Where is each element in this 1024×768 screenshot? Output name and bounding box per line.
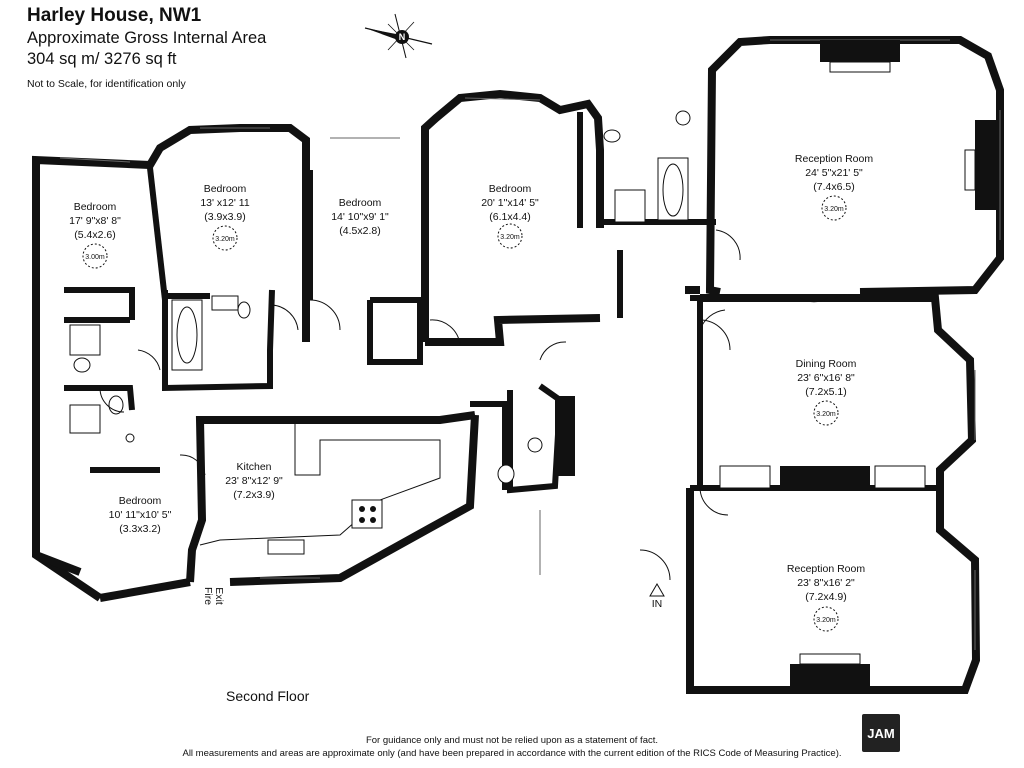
room-metric: (7.2x4.9)	[805, 591, 846, 603]
compass-icon: N	[364, 13, 433, 59]
room-bedroom-5: Bedroom 10' 11"x10' 5" (3.3x3.2)	[109, 495, 172, 535]
room-dining: Dining Room 23' 6"x16' 8" (7.2x5.1) 3.20…	[796, 358, 857, 426]
fireplaces	[555, 40, 997, 686]
room-dims: 17' 9"x8' 8"	[69, 215, 121, 227]
entrance-label: IN	[652, 598, 663, 610]
doors	[99, 229, 861, 581]
room-dims: 20' 1"x14' 5"	[481, 197, 539, 209]
footer-disclaimer-2: All measurements and areas are approxima…	[182, 748, 842, 759]
room-metric: (3.9x3.9)	[204, 211, 245, 223]
room-kitchen: Kitchen 23' 8"x12' 9" (7.2x3.9)	[225, 461, 283, 501]
room-bedroom-3: Bedroom 14' 10"x9' 1" (4.5x2.8)	[331, 197, 389, 237]
room-metric: (7.2x5.1)	[805, 386, 846, 398]
room-dims: 13' x12' 11	[200, 197, 250, 209]
room-name: Bedroom	[74, 201, 117, 213]
room-metric: (4.5x2.8)	[339, 225, 380, 237]
room-metric: (6.1x4.4)	[489, 211, 530, 223]
room-bedroom-1: Bedroom 17' 9"x8' 8" (5.4x2.6) 3.00m	[69, 201, 121, 269]
room-name: Dining Room	[796, 358, 857, 370]
ceiling-height: 3.20m	[816, 411, 836, 418]
ceiling-height: 3.20m	[500, 234, 520, 241]
room-metric: (3.3x3.2)	[119, 523, 160, 535]
room-name: Bedroom	[339, 197, 382, 209]
room-dims: 23' 8"x12' 9"	[225, 475, 283, 487]
agent-logo: JAM	[862, 714, 900, 752]
room-dims: 10' 11"x10' 5"	[109, 509, 172, 521]
ceiling-height: 3.20m	[824, 206, 844, 213]
room-name: Bedroom	[119, 495, 162, 507]
bath-fixtures	[69, 110, 691, 484]
area-value: 304 sq m/ 3276 sq ft	[27, 50, 177, 68]
room-metric: (7.2x3.9)	[233, 489, 274, 501]
fireplace-hearths	[719, 61, 976, 665]
room-bedroom-4: Bedroom 20' 1"x14' 5" (6.1x4.4) 3.20m	[481, 183, 539, 249]
fire-exit-label-1: Fire	[202, 587, 214, 605]
scale-note: Not to Scale, for identification only	[27, 78, 186, 90]
fire-exit-label-2: Exit	[213, 587, 225, 605]
compass-letter: N	[399, 32, 406, 42]
footer-disclaimer-1: For guidance only and must not be relied…	[365, 735, 659, 746]
room-dims: 23' 8"x16' 2"	[797, 577, 855, 589]
room-dims: 14' 10"x9' 1"	[331, 211, 389, 223]
room-dims: 24' 5"x21' 5"	[805, 167, 863, 179]
kitchen-hob	[351, 499, 383, 529]
room-name: Kitchen	[236, 461, 271, 473]
property-title: Harley House, NW1	[27, 5, 202, 26]
entrance-arrow-icon	[649, 583, 665, 597]
room-bedroom-2: Bedroom 13' x12' 11 (3.9x3.9) 3.20m	[200, 183, 250, 251]
kitchen-sink	[267, 539, 305, 555]
ceiling-height: 3.20m	[816, 617, 836, 624]
area-label: Approximate Gross Internal Area	[27, 29, 267, 47]
room-metric: (7.4x6.5)	[813, 181, 854, 193]
exterior-walls	[32, 36, 1004, 694]
ceiling-height: 3.00m	[85, 254, 105, 261]
kitchen-counter	[199, 420, 441, 546]
room-metric: (5.4x2.6)	[74, 229, 115, 241]
plan-header: Harley House, NW1 Approximate Gross Inte…	[27, 4, 266, 92]
room-name: Bedroom	[204, 183, 247, 195]
room-reception-2: Reception Room 23' 8"x16' 2" (7.2x4.9) 3…	[787, 563, 865, 632]
room-name: Reception Room	[787, 563, 865, 575]
ceiling-height: 3.20m	[215, 236, 235, 243]
room-name: Bedroom	[489, 183, 532, 195]
room-name: Reception Room	[795, 153, 873, 165]
floor-label: Second Floor	[226, 688, 310, 704]
room-dims: 23' 6"x16' 8"	[797, 372, 855, 384]
room-reception-1: Reception Room 24' 5"x21' 5" (7.4x6.5) 3…	[795, 153, 873, 221]
